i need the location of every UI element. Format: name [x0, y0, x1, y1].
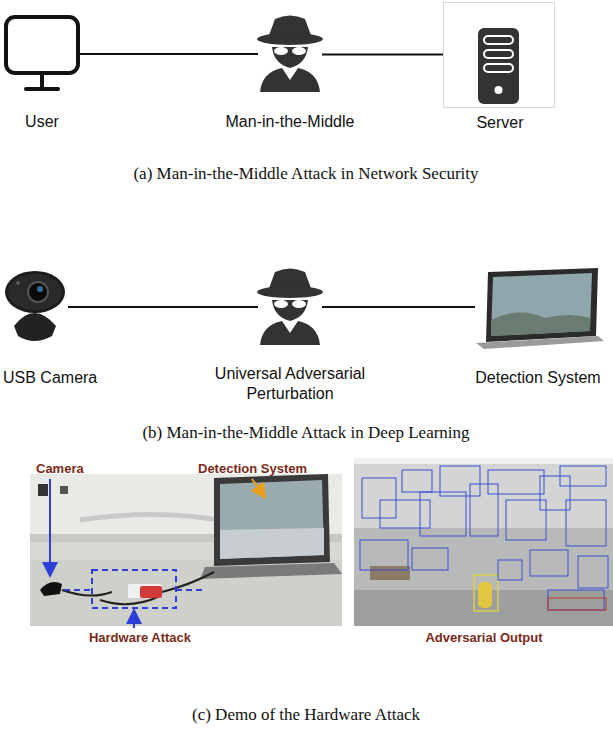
connection-line	[80, 53, 258, 55]
subfigure-caption: (a) Man-in-the-Middle Attack in Network …	[133, 164, 478, 184]
node-label: Universal Adversarial Perturbation	[198, 364, 383, 404]
callout-label: Camera	[36, 461, 84, 476]
hacker-icon	[257, 269, 323, 346]
subfigure-caption: (b) Man-in-the-Middle Attack in Deep Lea…	[142, 423, 469, 443]
node-label: User	[25, 112, 59, 132]
callout-label: Hardware Attack	[89, 630, 191, 645]
icon-node: User	[4, 15, 80, 93]
subfigure-caption: (c) Demo of the Hardware Attack	[192, 705, 420, 725]
hacker-icon	[257, 16, 323, 93]
monitor-icon	[6, 17, 78, 89]
leader-arrow	[133, 612, 135, 628]
icon-node: Universal Adversarial Perturbation	[258, 268, 322, 346]
callout-label: Detection System	[198, 461, 307, 476]
dashed-wire	[64, 589, 92, 591]
lab-photo	[30, 474, 342, 626]
laptop-icon	[476, 268, 604, 349]
webcam-icon	[5, 271, 65, 341]
dashed-wire	[176, 589, 206, 591]
node-label: Detection System	[475, 368, 600, 388]
callout-label: Adversarial Output	[425, 630, 542, 645]
leader-arrow	[252, 479, 264, 496]
connection-line	[322, 306, 475, 308]
icon-node: USB Camera	[4, 268, 68, 346]
server-icon	[478, 28, 519, 104]
connection-line	[68, 306, 258, 308]
connection-line	[322, 54, 443, 56]
server-frame: Server	[443, 2, 555, 108]
icon-node: Man-in-the-Middle	[258, 15, 322, 93]
detection-screenshot	[354, 458, 613, 626]
leader-arrow	[49, 479, 51, 574]
icon-node: Detection System	[475, 268, 603, 346]
node-label: USB Camera	[3, 368, 97, 388]
node-label: Server	[476, 113, 523, 133]
node-label: Man-in-the-Middle	[226, 112, 355, 132]
hardware-box	[92, 570, 176, 608]
